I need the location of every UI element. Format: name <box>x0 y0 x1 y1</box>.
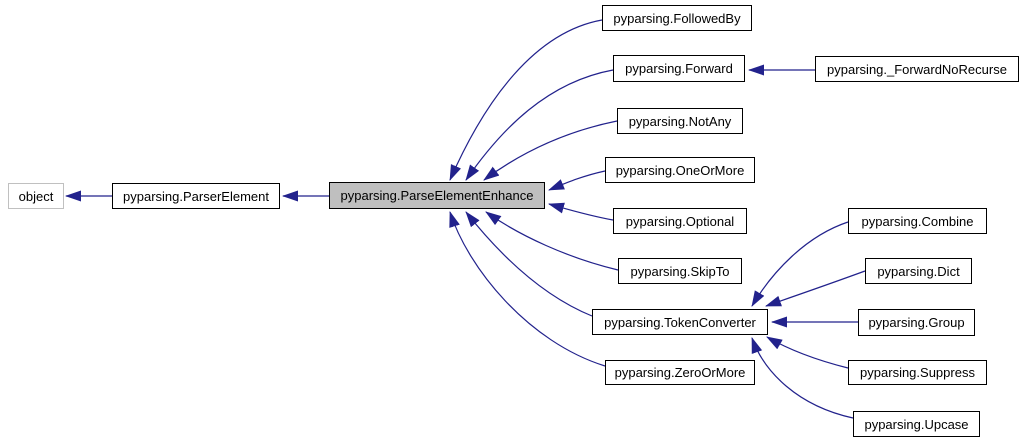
edge-dict-to-tokenconverter <box>765 270 866 307</box>
edge-zeroormore-to-parseelementenhance <box>449 211 606 367</box>
node-upcase[interactable]: pyparsing.Upcase <box>853 411 980 437</box>
node-one-or-more[interactable]: pyparsing.OneOrMore <box>605 157 755 183</box>
node-object: object <box>8 183 64 209</box>
edge-followedby-to-parseelementenhance <box>449 19 603 181</box>
node-combine[interactable]: pyparsing.Combine <box>848 208 987 234</box>
edge-suppress-to-tokenconverter <box>766 336 849 369</box>
edge-optional-to-parseelementenhance <box>548 202 614 221</box>
node-not-any[interactable]: pyparsing.NotAny <box>617 108 743 134</box>
node-zero-or-more[interactable]: pyparsing.ZeroOrMore <box>605 360 755 385</box>
node-skip-to[interactable]: pyparsing.SkipTo <box>618 258 742 284</box>
node-parser-element[interactable]: pyparsing.ParserElement <box>112 183 280 209</box>
edge-oneormore-to-parseelementenhance <box>548 170 606 191</box>
node-suppress[interactable]: pyparsing.Suppress <box>848 360 987 385</box>
edge-upcase-to-tokenconverter <box>751 337 854 419</box>
edge-notany-to-parseelementenhance <box>483 120 618 181</box>
node-parse-element-enhance[interactable]: pyparsing.ParseElementEnhance <box>329 182 545 209</box>
node-forward[interactable]: pyparsing.Forward <box>613 55 745 82</box>
edge-combine-to-tokenconverter <box>751 221 849 307</box>
node-optional[interactable]: pyparsing.Optional <box>613 208 747 234</box>
edge-skipto-to-parseelementenhance <box>485 211 619 271</box>
edge-tokenconverter-to-parseelementenhance <box>465 211 593 317</box>
node-forward-no-recurse[interactable]: pyparsing._ForwardNoRecurse <box>815 56 1019 82</box>
node-group[interactable]: pyparsing.Group <box>858 309 975 336</box>
node-token-converter[interactable]: pyparsing.TokenConverter <box>592 309 768 335</box>
edge-forward-to-parseelementenhance <box>465 69 614 181</box>
node-followed-by[interactable]: pyparsing.FollowedBy <box>602 5 752 31</box>
node-dict[interactable]: pyparsing.Dict <box>865 258 972 284</box>
